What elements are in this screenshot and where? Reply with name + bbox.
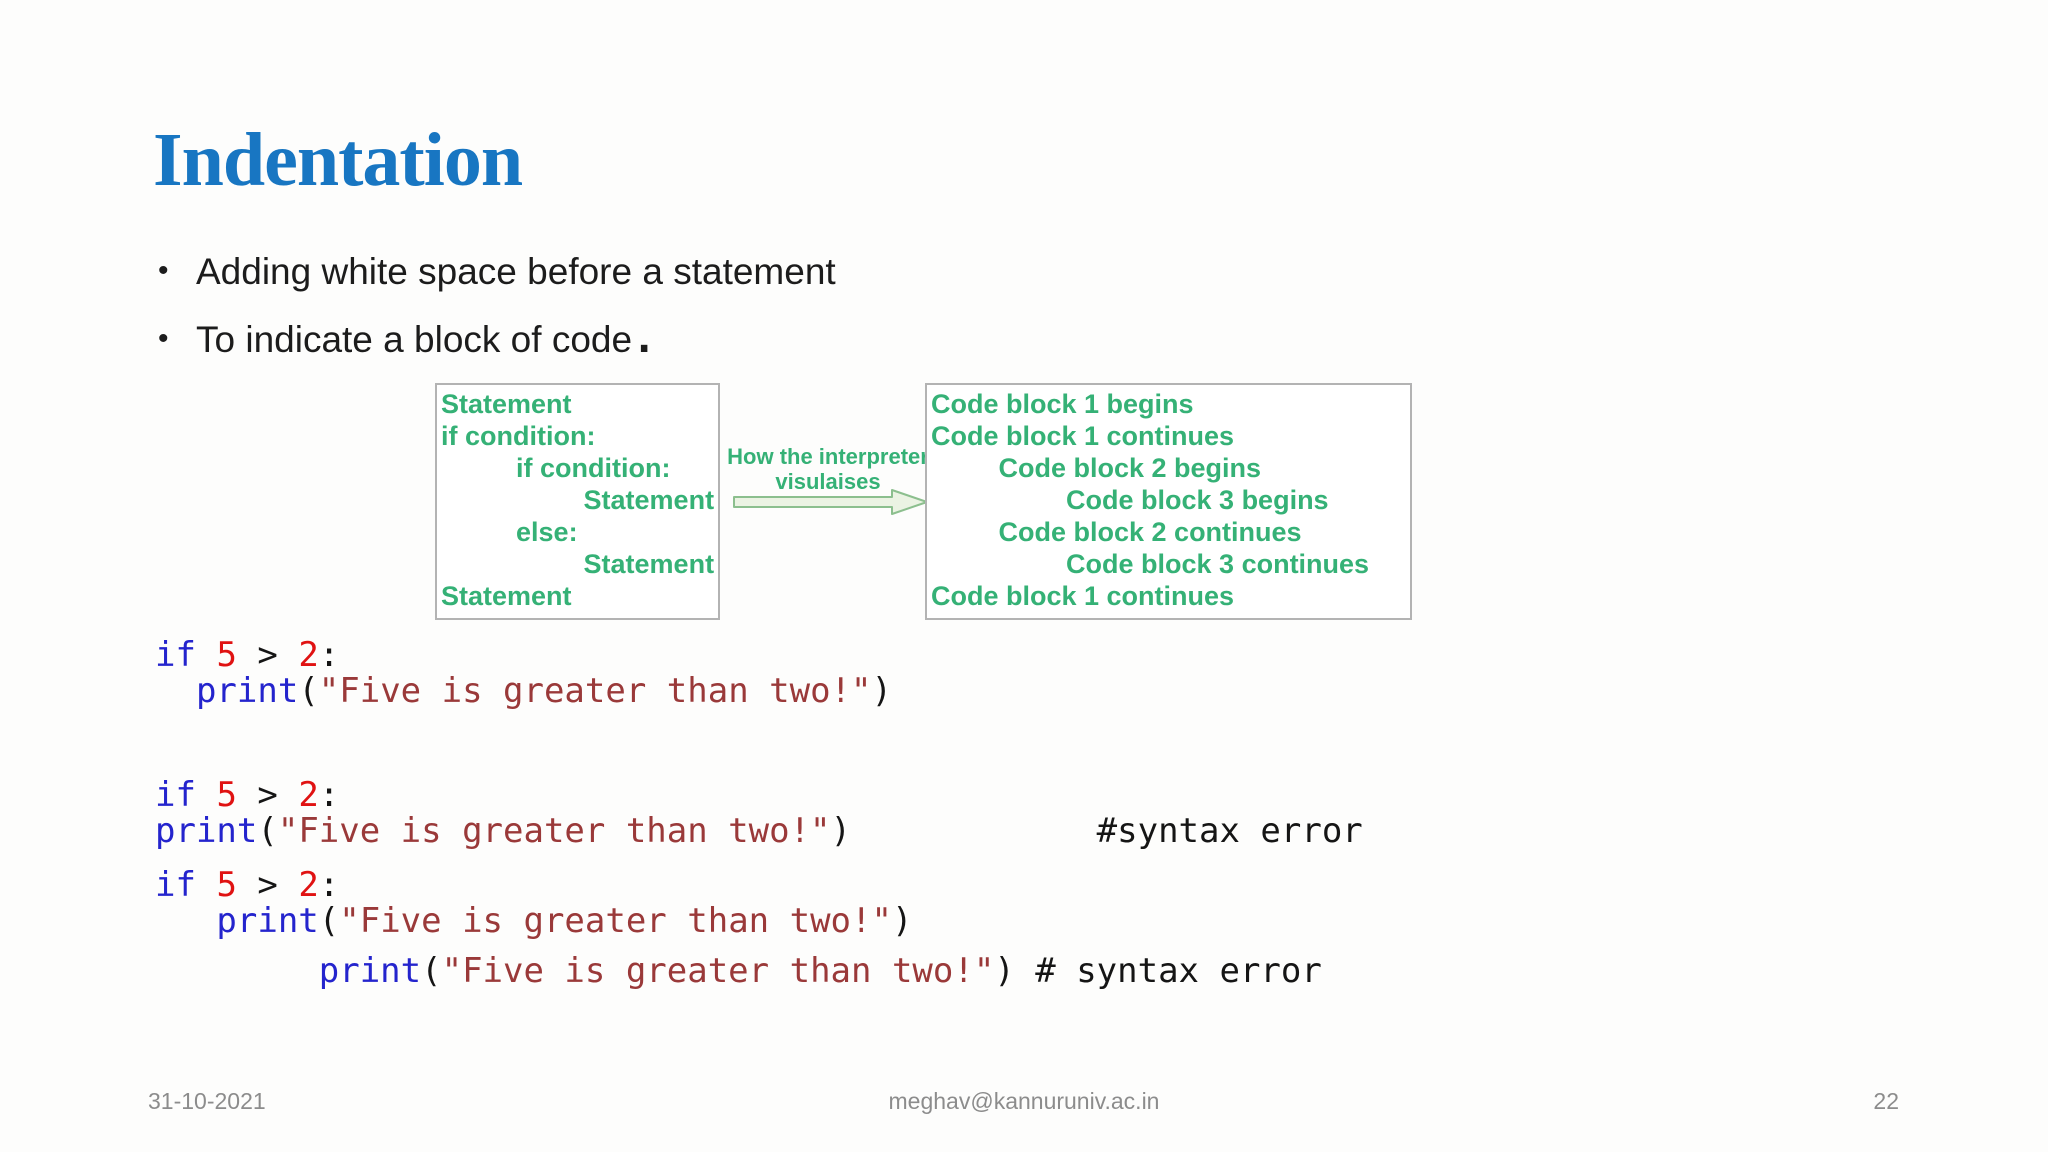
comment: #syntax error <box>1096 811 1363 851</box>
comment: # syntax error <box>1014 951 1322 991</box>
footer-email: meghav@kannuruniv.ac.in <box>888 1088 1160 1114</box>
bullet-icon: • <box>158 322 169 355</box>
number-literal: 5 <box>216 865 237 905</box>
number-literal: 5 <box>216 635 237 675</box>
diagram-line: Code block 1 begins <box>931 389 1194 419</box>
keyword: print <box>318 951 422 991</box>
list-item: • Adding white space before a statement <box>158 248 836 295</box>
diagram-line: Statement <box>441 581 572 611</box>
footer-page-number: 22 <box>1873 1088 1899 1114</box>
right-arrow-icon <box>733 489 928 515</box>
number-literal: 5 <box>216 775 237 815</box>
number-literal: 2 <box>298 865 319 905</box>
arrow-label-line: visulaises <box>775 469 881 494</box>
operator: > <box>236 635 299 675</box>
diagram-line: else: <box>441 517 578 547</box>
arrow-label: How the interpreter visulaises <box>718 444 938 494</box>
bullet-text: To indicate a block of code <box>196 319 633 360</box>
operator: > <box>236 775 299 815</box>
bullet-text: Adding white space before a statement <box>196 251 836 292</box>
code-block-inconsistent-indent-line3: print("Five is greater than two!") # syn… <box>155 953 1322 989</box>
diagram-line: Code block 3 continues <box>931 549 1370 579</box>
diagram-line: Statement <box>441 389 572 419</box>
keyword: if <box>155 635 196 675</box>
keyword: if <box>155 775 196 815</box>
keyword: print <box>195 671 299 711</box>
string-literal: "Five is greater than two!" <box>339 901 892 941</box>
list-item: • To indicate a block of code. <box>158 316 836 363</box>
diagram-line: Code block 2 continues <box>931 517 1302 547</box>
diagram-line: Code block 2 begins <box>931 453 1262 483</box>
number-literal: 2 <box>298 775 319 815</box>
code-block-inconsistent-indent: if 5 > 2: print("Five is greater than tw… <box>155 867 912 939</box>
code-line: if 5 > 2: print("Five is greater than tw… <box>155 635 892 711</box>
keyword: print <box>155 811 258 851</box>
string-literal: "Five is greater than two!" <box>277 811 831 851</box>
bullet-icon: • <box>158 254 169 287</box>
bullet-terminal: . <box>632 316 657 362</box>
arrow-label-line: How the interpreter <box>727 444 929 469</box>
string-literal: "Five is greater than two!" <box>441 951 995 991</box>
diagram-line: Code block 1 continues <box>931 421 1235 451</box>
code-line: print("Five is greater than two!") # syn… <box>318 951 1322 991</box>
bullet-list: • Adding white space before a statement … <box>158 248 836 384</box>
code-block-missing-indent: if 5 > 2: print("Five is greater than tw… <box>155 777 1363 849</box>
code-line: print("Five is greater than two!") <box>216 901 913 941</box>
diagram-line: Code block 3 begins <box>931 485 1329 515</box>
diagram-line: Statement <box>441 485 715 515</box>
string-literal: "Five is greater than two!" <box>318 671 872 711</box>
diagram-line: Code block 1 continues <box>931 581 1235 611</box>
code-line: print("Five is greater than two!") <box>195 671 892 711</box>
code-line: if 5 > 2: print("Five is greater than tw… <box>155 865 913 941</box>
diagram-box-source-code: Statement if condition: if condition: St… <box>435 383 720 620</box>
number-literal: 2 <box>298 635 319 675</box>
footer-date: 31-10-2021 <box>148 1088 266 1114</box>
code-block-correct: if 5 > 2: print("Five is greater than tw… <box>155 637 892 709</box>
operator: > <box>236 865 299 905</box>
keyword: if <box>155 865 196 905</box>
code-line: if 5 > 2: print("Five is greater than tw… <box>155 775 1363 851</box>
diagram-line: Statement <box>441 549 715 579</box>
page-title: Indentation <box>153 118 523 202</box>
diagram-line: if condition: <box>441 421 596 451</box>
diagram-box-interpreter-view: Code block 1 begins Code block 1 continu… <box>925 383 1412 620</box>
keyword: print <box>216 901 319 941</box>
code-line: print("Five is greater than two!") #synt… <box>155 811 1363 851</box>
diagram-line: if condition: <box>441 453 671 483</box>
